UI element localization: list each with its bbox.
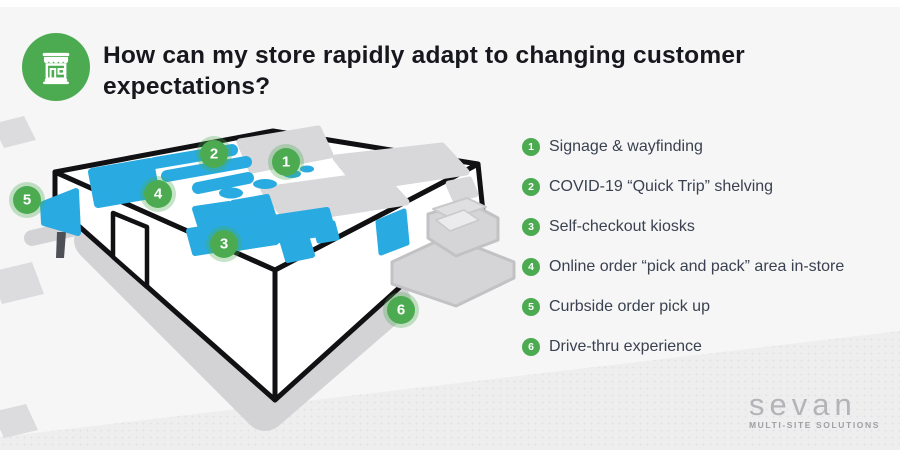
legend-label: Signage & wayfinding xyxy=(549,138,703,155)
title-line-2: expectations? xyxy=(103,73,271,100)
legend-item-4: 4 Online order “pick and pack” area in-s… xyxy=(522,247,844,287)
diagram-marker-5: 5 xyxy=(9,182,45,218)
signage-dot xyxy=(300,165,314,173)
legend-label: Curbside order pick up xyxy=(549,298,710,315)
legend-label: Drive-thru experience xyxy=(549,338,702,355)
storefront-icon-glyph xyxy=(42,52,70,85)
kiosk xyxy=(312,220,340,244)
svg-text:6: 6 xyxy=(397,302,405,319)
signage-dot xyxy=(253,179,277,189)
svg-text:2: 2 xyxy=(210,146,218,163)
legend-number-badge: 1 xyxy=(522,138,540,156)
svg-text:5: 5 xyxy=(23,192,31,209)
kiosk xyxy=(280,236,315,263)
legend-label: Online order “pick and pack” area in-sto… xyxy=(549,258,845,275)
legend-number-badge: 5 xyxy=(522,298,540,316)
pickup-truck xyxy=(390,197,516,308)
signage-dot xyxy=(219,187,243,199)
legend-item-1: 1 Signage & wayfinding xyxy=(522,127,844,167)
svg-text:4: 4 xyxy=(154,186,163,203)
logo-tagline: MULTI-SITE SOLUTIONS xyxy=(749,420,881,430)
drive-thru-window xyxy=(375,208,410,256)
truck-roof xyxy=(432,197,487,220)
top-strip xyxy=(0,0,900,7)
diagram-marker-1: 1 xyxy=(268,144,304,180)
page-title: How can my store rapidly adapt to changi… xyxy=(103,40,783,102)
legend-number-badge: 2 xyxy=(522,178,540,196)
store-diagram: 1 2 3 4 5 6 xyxy=(0,116,516,438)
legend-item-5: 5 Curbside order pick up xyxy=(522,287,844,327)
truck-window xyxy=(435,209,480,232)
building-shadow xyxy=(74,219,411,431)
legend-label: Self-checkout kiosks xyxy=(549,218,695,235)
diagram-marker-6: 6 xyxy=(383,292,419,328)
diagram-marker-2: 2 xyxy=(196,136,232,172)
fixture-gray xyxy=(260,170,410,224)
logo-wordmark: sevan xyxy=(749,387,857,422)
quick-trip-shelf xyxy=(161,156,252,182)
curbside-sign xyxy=(40,188,81,236)
legend-item-6: 6 Drive-thru experience xyxy=(522,327,844,367)
legend-number-badge: 6 xyxy=(522,338,540,356)
entrance-door xyxy=(110,210,150,290)
legend-item-3: 3 Self-checkout kiosks xyxy=(522,207,844,247)
parking-space xyxy=(0,262,44,304)
diagram-marker-4: 4 xyxy=(140,176,176,212)
legend-number-badge: 3 xyxy=(522,218,540,236)
parking-space xyxy=(0,404,38,438)
legend-list: 1 Signage & wayfinding 2 COVID-19 “Quick… xyxy=(522,127,844,367)
title-line-1: How can my store rapidly adapt to changi… xyxy=(103,42,745,69)
legend-number-badge: 4 xyxy=(522,258,540,276)
fixture-gray xyxy=(445,176,479,202)
diagram-marker-3: 3 xyxy=(206,226,242,262)
legend-item-2: 2 COVID-19 “Quick Trip” shelving xyxy=(522,167,844,207)
storefront-icon xyxy=(22,33,90,101)
parking-space xyxy=(0,116,36,148)
svg-text:3: 3 xyxy=(220,236,228,253)
legend-label: COVID-19 “Quick Trip” shelving xyxy=(549,178,774,195)
quick-trip-shelf xyxy=(192,172,254,194)
company-logo: sevan MULTI-SITE SOLUTIONS xyxy=(749,387,881,430)
svg-text:1: 1 xyxy=(282,154,290,171)
sign-pole xyxy=(56,232,66,258)
